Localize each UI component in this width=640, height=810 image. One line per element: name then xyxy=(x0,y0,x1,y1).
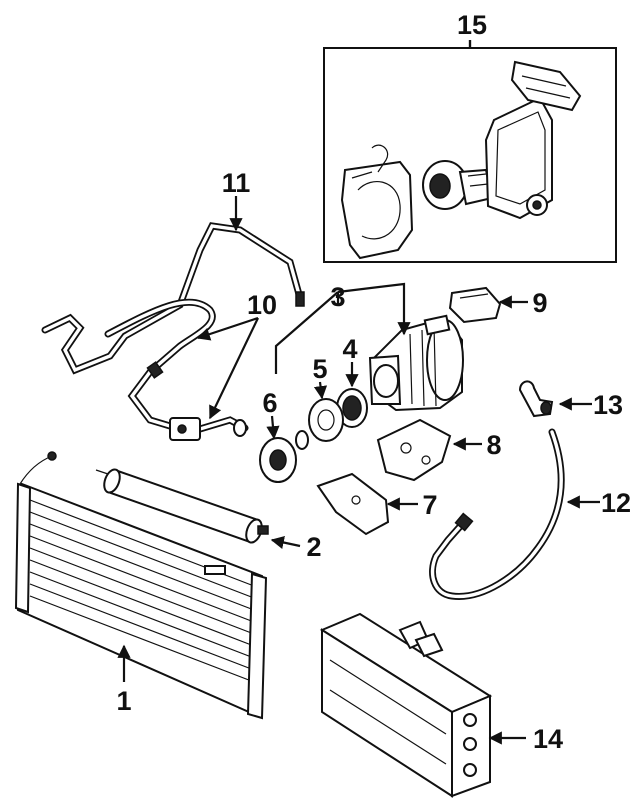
switch-13 xyxy=(518,380,554,418)
callout-14: 14 xyxy=(533,724,563,754)
callout-4: 4 xyxy=(342,334,357,364)
bracket-8 xyxy=(376,418,452,482)
callout-1: 1 xyxy=(116,686,131,716)
callout-8: 8 xyxy=(486,430,501,460)
callout-2: 2 xyxy=(306,532,321,562)
callout-13: 13 xyxy=(593,390,623,420)
callout-11: 11 xyxy=(222,168,251,198)
callout-3: 3 xyxy=(330,282,345,312)
callout-7: 7 xyxy=(422,490,437,520)
compressor xyxy=(368,314,464,412)
callout-12: 12 xyxy=(601,488,631,518)
callout-9: 9 xyxy=(532,288,547,318)
callout-15: 15 xyxy=(457,10,487,40)
receiver-drier xyxy=(95,468,269,544)
bracket-7 xyxy=(316,472,390,536)
leader-lines xyxy=(117,40,600,745)
callout-5: 5 xyxy=(312,354,327,384)
callout-6: 6 xyxy=(262,388,277,418)
callout-numbers: 15 11 10 3 9 4 5 6 13 8 7 12 2 1 14 xyxy=(116,10,631,754)
blower-assembly xyxy=(323,40,617,263)
condenser xyxy=(14,451,268,720)
evaporator xyxy=(319,612,493,798)
callout-10: 10 xyxy=(247,290,277,320)
ac-hose-12 xyxy=(429,428,565,600)
ac-hose-10 xyxy=(104,298,249,441)
pad-9 xyxy=(448,286,502,324)
